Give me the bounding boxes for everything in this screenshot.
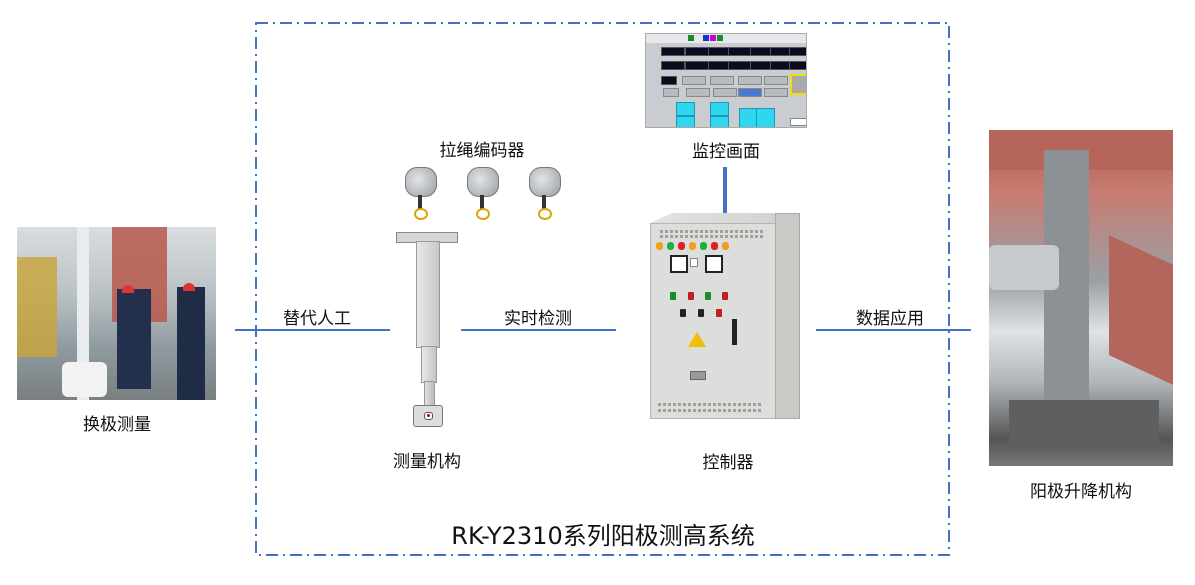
controller-label: 控制器 <box>702 453 754 473</box>
manual-measure-photo <box>17 227 216 400</box>
draw-wire-encoder-icon <box>527 167 563 220</box>
manual-measure-label: 换极测量 <box>83 415 151 435</box>
connector-line <box>816 329 971 331</box>
connector-line <box>235 329 390 331</box>
system-title: RK-Y2310系列阳极测高系统 <box>451 522 755 550</box>
connector-line <box>461 329 616 331</box>
controller-cabinet-image <box>650 213 800 419</box>
encoders-label: 拉绳编码器 <box>439 141 525 161</box>
mechanism-label: 测量机构 <box>393 452 461 472</box>
edge-label-replace-manual: 替代人工 <box>283 309 351 329</box>
anode-lift-label: 阳极升降机构 <box>1030 482 1132 502</box>
draw-wire-encoder-icon <box>465 167 501 220</box>
edge-label-realtime-detection: 实时检测 <box>504 309 572 329</box>
edge-label-data-application: 数据应用 <box>856 309 924 329</box>
connector-line <box>723 167 727 229</box>
anode-lift-photo <box>989 130 1173 466</box>
monitoring-screen-image <box>645 33 807 128</box>
monitor-label: 监控画面 <box>692 142 760 162</box>
draw-wire-encoder-icon <box>403 167 439 220</box>
